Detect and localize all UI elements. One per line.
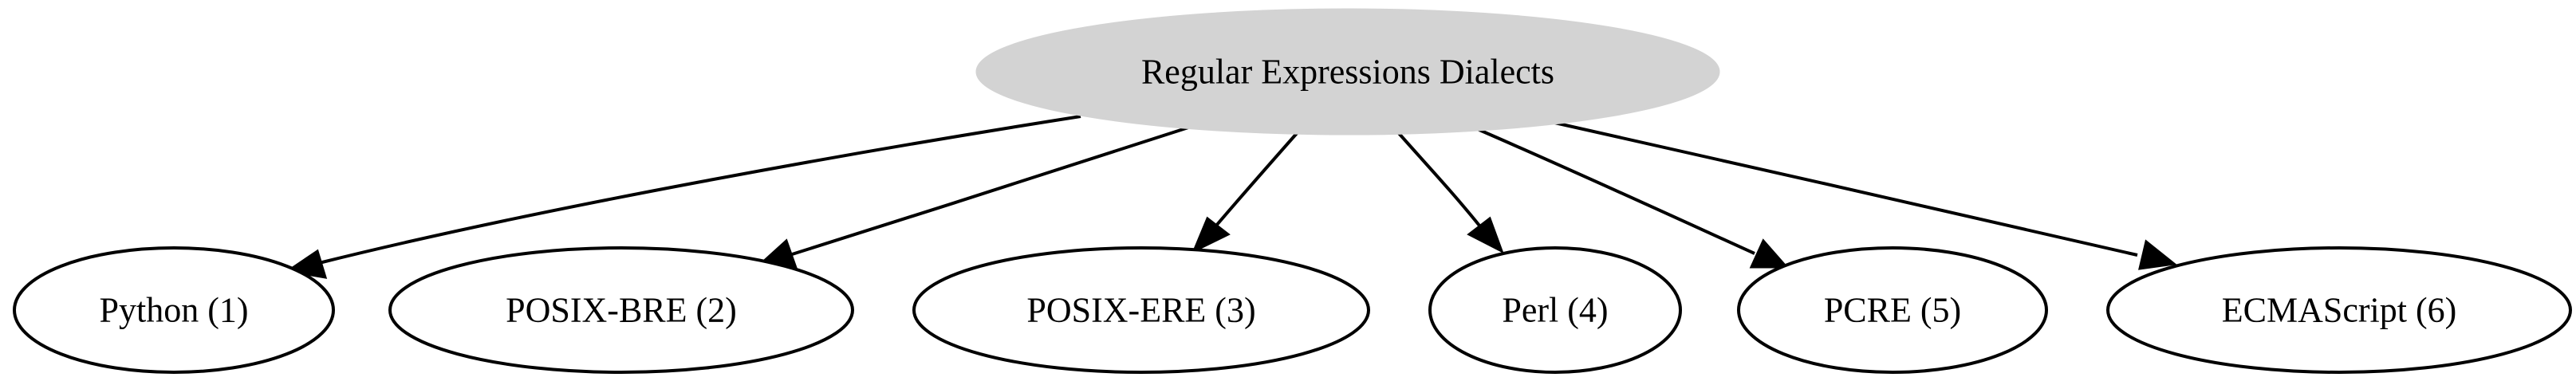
child-node-shape <box>1428 246 1682 374</box>
arrowhead-pcre <box>1749 238 1790 269</box>
edge-root-to-perl <box>1396 130 1481 227</box>
edge-root-to-ecmascript <box>1550 120 2138 257</box>
edges <box>318 115 2138 265</box>
root-node-label: Regular Expressions Dialects <box>1141 53 1554 92</box>
child-node-shape <box>13 246 335 374</box>
root-node: Regular Expressions Dialects <box>975 8 1720 136</box>
edge-root-to-pcre <box>1473 126 1755 255</box>
child-node-pcre: PCRE (5) <box>1737 246 2048 374</box>
child-node-shape <box>912 246 1370 374</box>
child-node-posix-ere: POSIX-ERE (3) <box>912 246 1370 374</box>
child-node-perl: Perl (4) <box>1428 246 1682 374</box>
root-node-shape <box>975 8 1720 136</box>
arrowhead-posix-ere <box>1191 216 1231 254</box>
child-node-label: POSIX-ERE (3) <box>1026 291 1255 330</box>
child-node-label: PCRE (5) <box>1824 291 1961 330</box>
edge-root-to-posix-ere <box>1215 130 1300 227</box>
arrowhead-ecmascript <box>2138 239 2177 270</box>
child-node-ecmascript: ECMAScript (6) <box>2106 246 2572 374</box>
child-node-shape <box>388 246 854 374</box>
child-node-label: POSIX-BRE (2) <box>506 291 737 330</box>
child-node-posix-bre: POSIX-BRE (2) <box>388 246 854 374</box>
child-node-label: ECMAScript (6) <box>2222 291 2457 330</box>
child-node-python: Python (1) <box>13 246 335 374</box>
child-node-shape <box>1737 246 2048 374</box>
child-node-label: Perl (4) <box>1502 291 1608 330</box>
child-node-label: Python (1) <box>100 291 249 330</box>
child-node-shape <box>2106 246 2572 374</box>
edge-root-to-posix-bre <box>789 126 1189 257</box>
edge-root-to-python <box>318 115 1081 265</box>
arrowhead-perl <box>1467 216 1504 254</box>
